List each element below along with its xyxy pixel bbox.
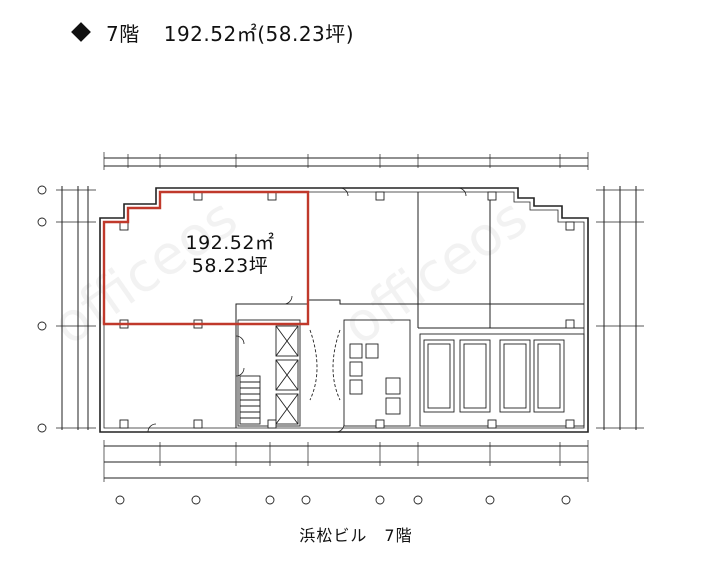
outer-wall: [99, 187, 589, 433]
floor-label: 7階: [106, 21, 140, 46]
floor-plan-caption: 浜松ビル 7階: [299, 526, 413, 545]
floor-area-label: 192.52㎡(58.23坪): [163, 21, 355, 46]
plan-title: 7階 192.52㎡(58.23坪): [71, 14, 355, 50]
highlighted-area-label: 192.52㎡ 58.23坪: [160, 232, 300, 278]
highlighted-area-outline: [102, 190, 310, 326]
area-sqm-text: 192.52㎡: [185, 232, 275, 254]
area-tsubo-text: 58.23坪: [191, 255, 269, 277]
